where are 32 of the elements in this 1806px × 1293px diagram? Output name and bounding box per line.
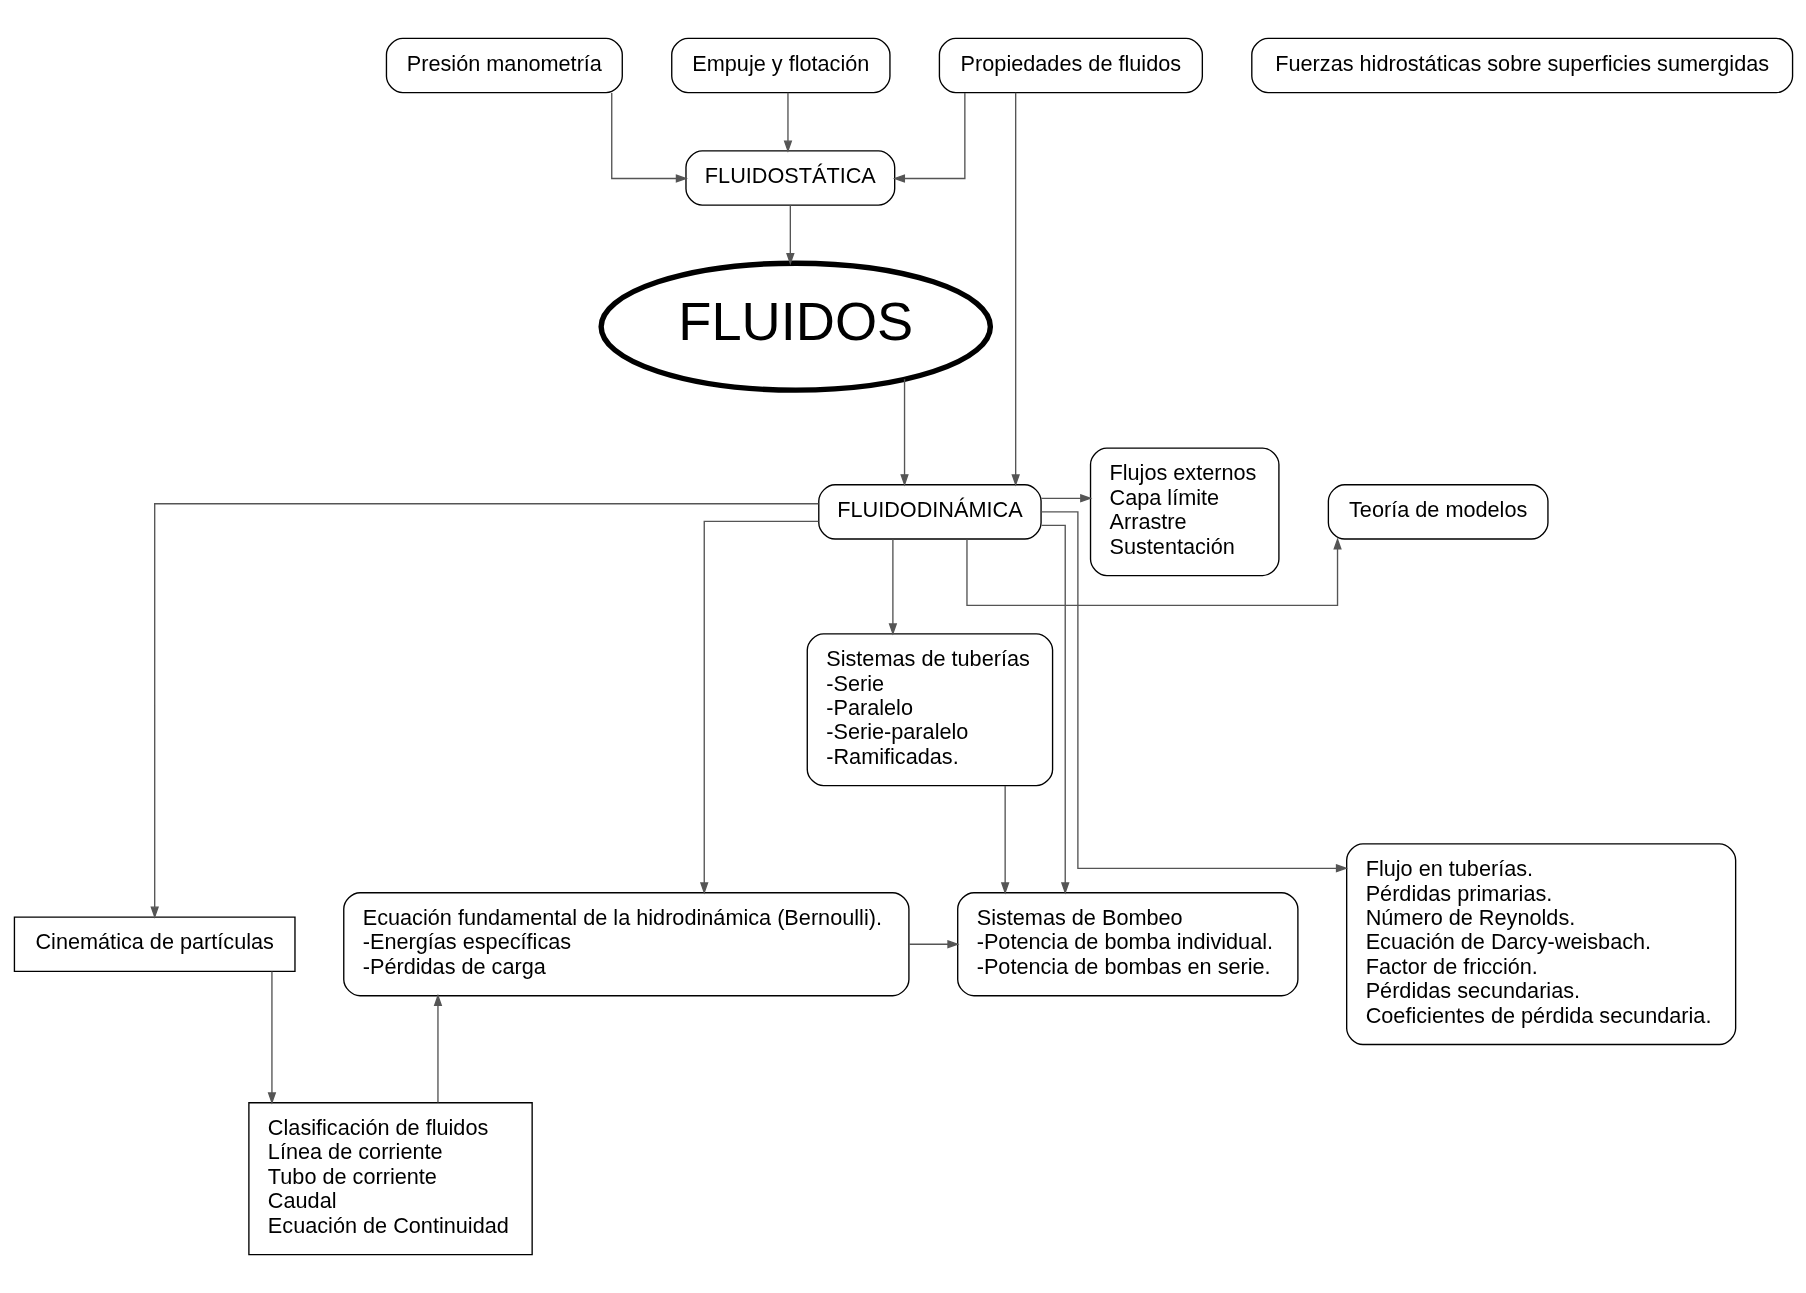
node-box: Flujo en tuberías. Pérdidas primarias. Número de Reynolds. Ecuación de Darcy-weisbach. Factor de fricción. Pérdidas secundarias. Coeficientes de pérdida secundaria.: [1345, 843, 1736, 1046]
arrow: [892, 92, 966, 183]
arrow: [899, 378, 909, 487]
node-box: FLUIDODINÁMICA: [817, 484, 1042, 540]
arrow: [267, 970, 276, 1105]
node-box: FLUIDOSTÁTICA: [684, 150, 895, 206]
node-box: Presión manometría: [385, 37, 623, 94]
arrow: [1040, 511, 1348, 873]
node-box: Sistemas de Bombeo -Potencia de bomba individual. -Potencia de bombas en serie.: [956, 892, 1299, 997]
node-box: Fuerzas hidrostáticas sobre superficies sumergidas: [1250, 37, 1793, 94]
node-box: Sistemas de tuberías -Serie -Paralelo -Serie-paralelo -Ramificadas.: [806, 633, 1053, 787]
arrow: [785, 204, 795, 266]
arrow: [1000, 785, 1009, 895]
node-box: Teoría de modelos: [1327, 484, 1549, 540]
arrow: [783, 92, 792, 153]
node-box: Propiedades de fluidos: [938, 37, 1203, 94]
arrow: [907, 939, 960, 949]
arrow: [1010, 92, 1020, 487]
node-box: Empuje y flotación: [670, 37, 891, 94]
node-ellipse: FLUIDOS: [597, 260, 993, 393]
node-box: Cinemática de partículas: [13, 916, 296, 972]
node-box: Ecuación fundamental de la hidrodinámica (Bernoulli). -Energías específicas -Pérdidas de carga: [342, 892, 910, 997]
arrow: [1040, 524, 1069, 895]
arrow: [610, 92, 688, 183]
node-box: Flujos externos Capa límite Arrastre Sustentación: [1089, 447, 1280, 577]
arrow: [1040, 494, 1092, 503]
node-box: Clasificación de fluidos Línea de corriente Tubo de corriente Caudal Ecuación de Continuidad: [247, 1102, 533, 1256]
arrow: [888, 538, 897, 636]
arrow: [433, 993, 442, 1104]
arrow: [699, 520, 819, 895]
arrow: [965, 537, 1342, 607]
arrow: [149, 503, 819, 919]
